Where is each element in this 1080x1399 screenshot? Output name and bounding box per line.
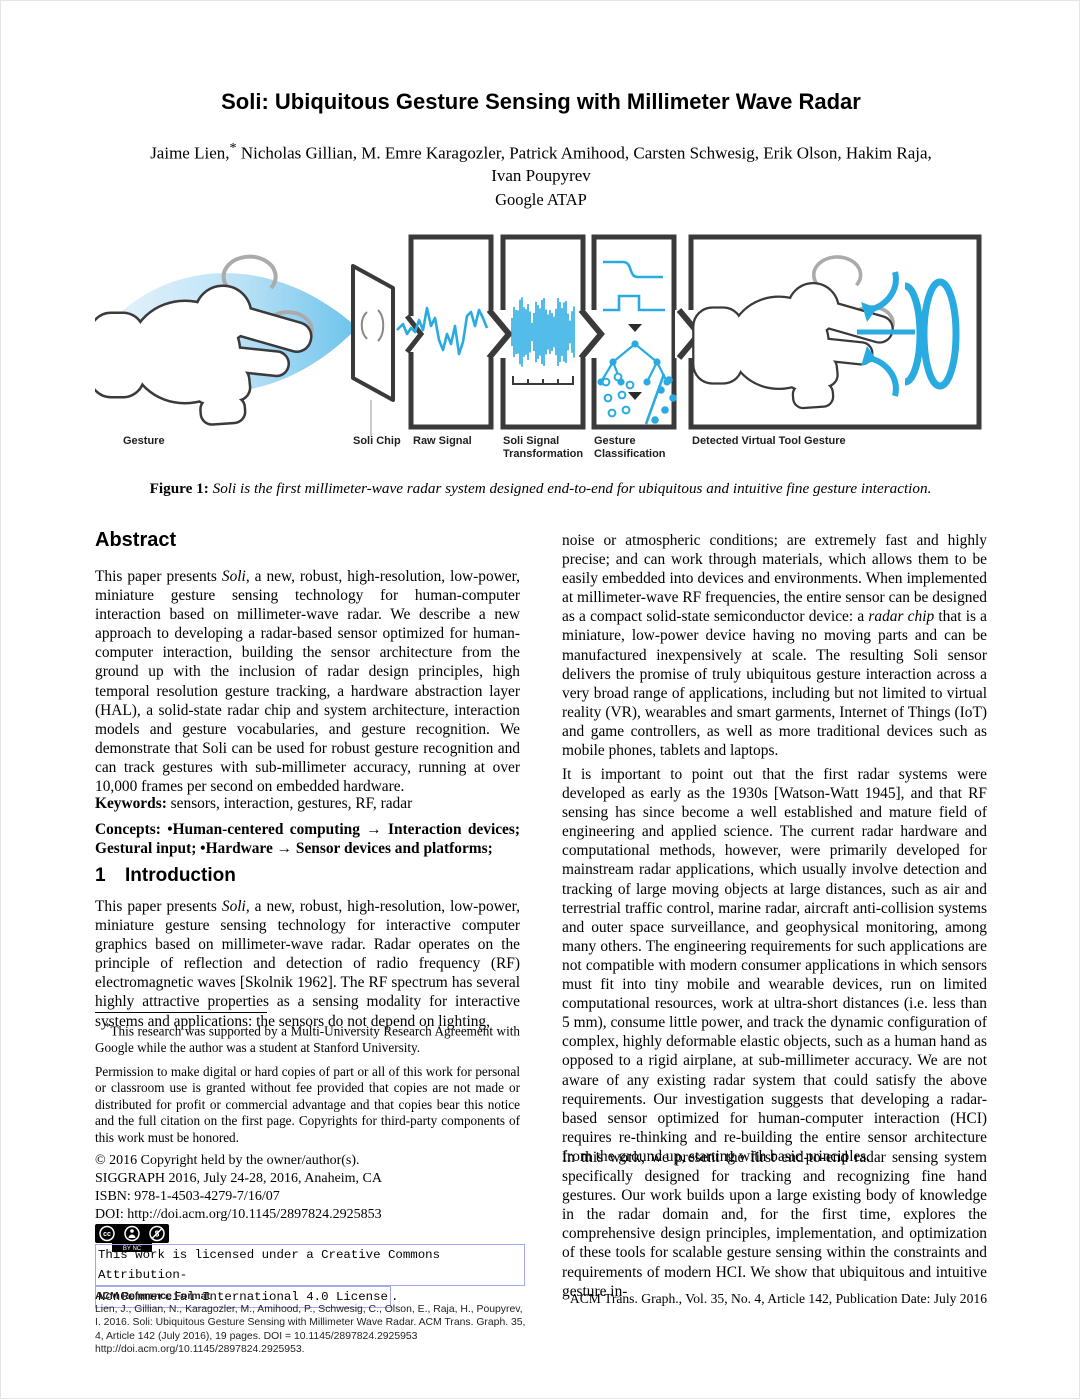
signal-ruler	[512, 376, 574, 385]
right-paragraph-2: It is important to point out that the fi…	[562, 766, 987, 1165]
signal-transformation-box	[500, 234, 586, 430]
sigmoid-curve-icon	[603, 260, 663, 279]
keywords-line: Keywords: sensors, interaction, gestures…	[95, 794, 520, 813]
author-footnote-marker: *	[229, 140, 237, 156]
step-signal-icon	[603, 294, 665, 312]
figure-caption-text: Soli is the first millimeter-wave radar …	[212, 480, 932, 497]
right-paragraph-3: In this work, we present the first end-t…	[562, 1149, 987, 1300]
figure-label-gesture-classification: Gesture Classification	[594, 435, 666, 460]
raw-signal-box	[408, 234, 494, 430]
keywords-text: sensors, interaction, gestures, RF, rada…	[166, 795, 413, 812]
footnote-text: *This research was supported by a Multi-…	[95, 1021, 520, 1055]
down-arrow-icon	[628, 392, 642, 400]
right-paragraph-1: noise or atmospheric conditions; are ext…	[562, 532, 987, 760]
acm-reference-text[interactable]: Lien, J., Gillian, N., Karagozler, M., A…	[95, 1304, 526, 1355]
figure-label-gesture: Gesture	[123, 435, 165, 447]
raw-signal-waveform	[396, 306, 489, 356]
classification-glyphs	[597, 260, 677, 425]
doi-link[interactable]: DOI: http://doi.acm.org/10.1145/2897824.…	[95, 1207, 382, 1222]
acm-reference-block: ACM Reference Format Lien, J., Gillian, …	[95, 1290, 527, 1356]
transformed-signal-waveform	[511, 297, 575, 367]
figure1-illustration	[95, 234, 982, 436]
acm-reference-heading: ACM Reference Format	[95, 1291, 210, 1302]
introduction-paragraph: This paper presents Soli, a new, robust,…	[95, 898, 520, 1030]
concepts-line: Concepts: •Human-centered computing → In…	[95, 820, 520, 858]
figure-label-soli-chip: Soli Chip	[353, 435, 401, 447]
footnote-marker: *	[105, 1021, 111, 1033]
page-title: Soli: Ubiquitous Gesture Sensing with Mi…	[221, 89, 861, 114]
concepts-label: Concepts:	[95, 821, 161, 838]
conference-line: SIGGRAPH 2016, July 24-28, 2016, Anaheim…	[95, 1171, 383, 1186]
figure-label-soli-signal-transformation: Soli Signal Transformation	[503, 435, 584, 460]
virtual-dial-icon	[857, 271, 960, 397]
copyright-line: © 2016 Copyright held by the owner/autho…	[95, 1153, 360, 1168]
introduction-heading: 1 Introduction	[95, 865, 236, 887]
isbn-line: ISBN: 978-1-4503-4279-7/16/07	[95, 1189, 280, 1204]
license-link-line1[interactable]: This work is licensed under a Creative C…	[95, 1244, 525, 1286]
permission-notice: Permission to make digital or hard copie…	[95, 1064, 520, 1145]
svm-scatter-icon	[601, 372, 677, 425]
figure-label-raw-signal: Raw Signal	[413, 435, 472, 447]
soli-chip-illustration	[351, 264, 395, 436]
down-arrow-icon	[628, 324, 642, 332]
license-statement: This work is licensed under a Creative C…	[95, 1244, 525, 1308]
italic-soli: Soli	[221, 898, 246, 915]
journal-footer: ACM Trans. Graph., Vol. 35, No. 4, Artic…	[569, 1291, 987, 1306]
keywords-label: Keywords:	[95, 795, 167, 812]
figure-label-detected-gesture: Detected Virtual Tool Gesture	[692, 435, 846, 447]
author-first: Jaime Lien,	[150, 143, 230, 163]
authors-line: Jaime Lien,* Nicholas Gillian, M. Emre K…	[1, 137, 1079, 187]
svg-text:BY NC: BY NC	[123, 1246, 142, 1252]
author-last: Ivan Poupyrev	[491, 165, 591, 185]
italic-radar-chip: radar chip	[868, 608, 935, 626]
figure-caption: Figure 1: Soli is the first millimeter-w…	[95, 480, 986, 498]
section-number: 1	[95, 865, 106, 886]
affiliation: Google ATAP	[495, 190, 587, 209]
svg-text:cc: cc	[103, 1231, 111, 1238]
italic-soli: Soli	[221, 568, 246, 585]
abstract-heading: Abstract	[95, 529, 177, 551]
abstract-paragraph: This paper presents Soli, a new, robust,…	[95, 568, 520, 796]
footnote-rule	[95, 1012, 267, 1013]
figure-caption-label: Figure 1:	[149, 480, 209, 497]
concepts-text: •Human-centered computing → Interaction …	[95, 821, 520, 858]
authors-rest: Nicholas Gillian, M. Emre Karagozler, Pa…	[236, 143, 932, 163]
section-title: Introduction	[125, 865, 236, 886]
license-link-line2[interactable]: NonCommercial International 4.0 License	[95, 1286, 391, 1308]
cc-by-nc-badge-icon[interactable]: cc $ BY NC	[95, 1224, 173, 1254]
